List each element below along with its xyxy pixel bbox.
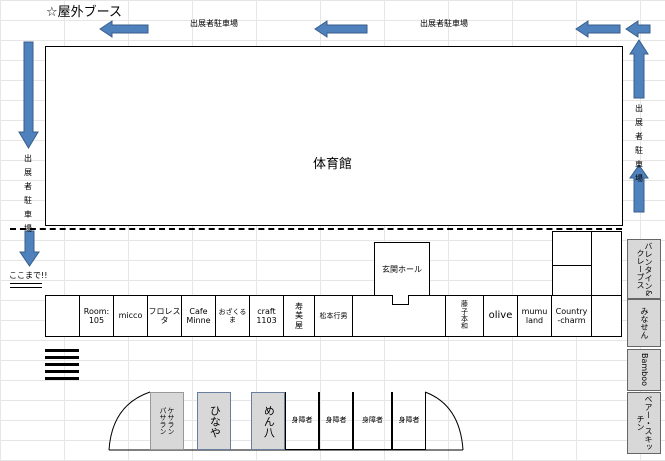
building-strip xyxy=(45,295,622,337)
shop-olive: olive xyxy=(484,295,518,337)
arrow-left-icon xyxy=(99,20,149,38)
stair-room-divider-h xyxy=(552,265,592,266)
arrow-left-icon xyxy=(314,20,368,38)
arrow-down-icon xyxy=(18,41,39,149)
stair-room xyxy=(552,231,622,295)
arrow-down-icon xyxy=(19,230,40,267)
side-booth-minasen: みなせん xyxy=(627,299,661,347)
shop-micco: micco xyxy=(114,295,148,337)
shop-room-105: Room: 105 xyxy=(80,295,114,337)
stair-line xyxy=(45,370,79,373)
stair-room-divider-v xyxy=(591,231,592,295)
gymnasium-label: 体育館 xyxy=(313,157,353,172)
arrow-left-icon xyxy=(625,20,651,38)
shop-mumuland: mumu land xyxy=(518,295,552,337)
shop-fujiko: 藤 子 本 和 xyxy=(446,295,484,337)
arrow-left-icon xyxy=(575,20,621,38)
shop-craft-1103: craft 1103 xyxy=(250,295,284,337)
side-booth-bamboo: Bamboo xyxy=(627,349,661,391)
end-marker-lines xyxy=(10,283,42,288)
entrance-step xyxy=(392,295,409,305)
side-booth-valentine: バレンタイン& クレープス xyxy=(627,239,661,299)
end-of-route-label: ここまで!! xyxy=(9,271,48,280)
booth-accessible-2: 身障者 xyxy=(319,392,353,450)
boundary-dashed-line xyxy=(10,228,622,230)
parking-label-top-right: 出展者駐車場 xyxy=(420,19,468,28)
gymnasium: 体育館 xyxy=(45,46,623,226)
booth-kesaran: ケサラン パサラン xyxy=(150,392,184,450)
side-booth-bears-kitchen: ベアー・スキッチン xyxy=(627,392,661,454)
stair-line xyxy=(45,349,79,352)
stair-line xyxy=(45,377,79,380)
stair-line xyxy=(45,363,79,366)
shop-floresta: フロレスタ xyxy=(148,295,182,337)
booth-menhachi: めん八 xyxy=(251,392,285,450)
shop-ozakuruma: おざくるま xyxy=(216,295,250,337)
page-title: ☆屋外ブース xyxy=(46,5,123,20)
shop-blank-1 xyxy=(45,295,80,337)
arrow-up-icon xyxy=(629,39,649,99)
parking-label-right: 出展者駐車場 xyxy=(635,104,643,183)
shop-sumiya: 寿 美 屋 xyxy=(284,295,315,337)
shop-country-charm: Country -charm xyxy=(552,295,592,337)
booth-accessible-3: 身障者 xyxy=(353,392,392,450)
entrance-hall: 玄関ホール xyxy=(374,242,430,296)
parking-label-top-left: 出展者駐車場 xyxy=(190,19,238,28)
arrow-up-icon xyxy=(629,164,649,213)
booth-accessible-1: 身障者 xyxy=(285,392,319,450)
shop-cafe-minne: Cafe Minne xyxy=(182,295,216,337)
shop-hall-space xyxy=(353,295,446,337)
stair-line xyxy=(45,356,79,359)
shop-matsumoto: 松本行男 xyxy=(315,295,353,337)
entrance-hall-label: 玄関ホール xyxy=(382,264,422,274)
booth-hinaya: ひなや xyxy=(197,392,231,450)
booth-accessible-4: 身障者 xyxy=(392,392,426,450)
